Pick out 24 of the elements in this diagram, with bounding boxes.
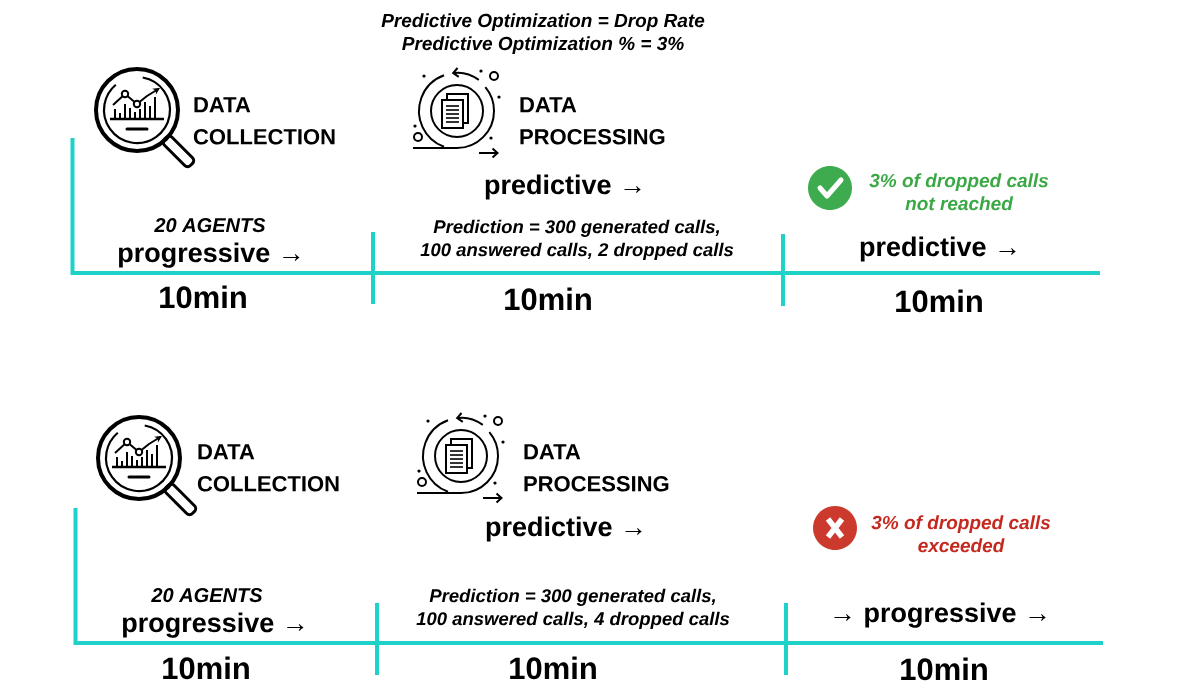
agent-count: 20 AGENTS bbox=[151, 588, 263, 603]
step-title: DATA PROCESSING bbox=[520, 97, 665, 145]
step-title: DATA COLLECTION bbox=[197, 444, 339, 492]
prediction-text: Prediction = 300 generated calls, 100 answered calls, 4 dropped calls bbox=[416, 588, 730, 629]
status-text: 3% of dropped calls exceeded bbox=[871, 515, 1051, 553]
mode-label: predictive → bbox=[486, 516, 642, 542]
agent-count: 20 AGENTS bbox=[154, 218, 266, 233]
mode-label: progressive → bbox=[119, 242, 300, 268]
duration-label: 10min bbox=[160, 285, 246, 309]
mode-label: → progressive → bbox=[834, 602, 1046, 628]
mode-label: progressive → bbox=[123, 612, 304, 638]
prediction-text: Prediction = 300 generated calls, 100 answered calls, 2 dropped calls bbox=[420, 219, 734, 260]
duration-label: 10min bbox=[510, 656, 596, 680]
formula-text: Predictive Optimization = Drop Rate bbox=[381, 13, 705, 31]
mode-label: predictive → bbox=[860, 236, 1016, 262]
status-text: 3% of dropped calls not reached bbox=[869, 173, 1049, 211]
duration-label: 10min bbox=[163, 656, 249, 680]
duration-label: 10min bbox=[901, 657, 987, 681]
duration-label: 10min bbox=[896, 289, 982, 313]
formula-text: Predictive Optimization % = 3% bbox=[402, 36, 684, 54]
duration-label: 10min bbox=[505, 287, 591, 311]
step-title: DATA PROCESSING bbox=[524, 444, 669, 492]
mode-label: predictive → bbox=[485, 174, 641, 200]
step-title: DATA COLLECTION bbox=[193, 97, 335, 145]
